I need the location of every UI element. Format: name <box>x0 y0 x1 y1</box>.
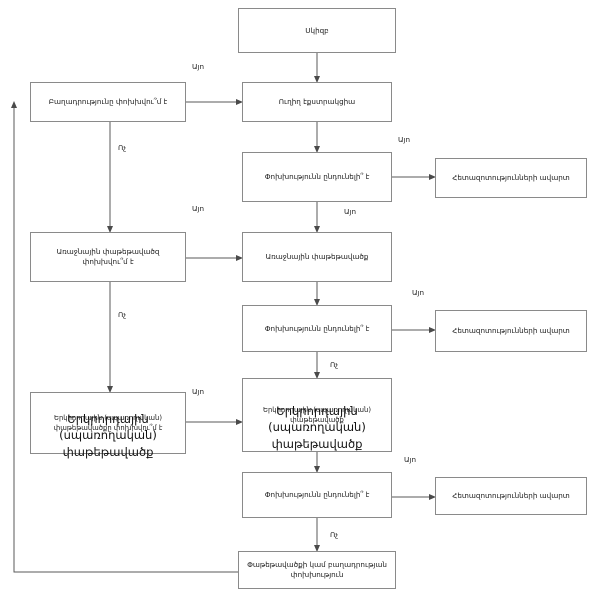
node-secondary-pack-changed-label-small: Երկրորդային (սպառողական) փաթեթավածքը փոխ… <box>53 413 163 432</box>
node-primary-pack-changed[interactable]: Առաջնային փաթեթավածզ փոխխվու՞մ է <box>30 232 186 282</box>
node-start[interactable]: Սկիզբ <box>238 8 396 53</box>
node-secondary-pack-label-big: Երկրորդային (սպառողական) փաթեթավածք <box>268 403 366 452</box>
edge-label-yes-6: Այո <box>192 387 205 396</box>
edge-label-no-1: Ոչ <box>118 143 127 152</box>
node-direct-extraction[interactable]: Ուղիղ էքստրակցիա <box>242 82 392 122</box>
edge-label-no-3: Ոչ <box>330 360 339 369</box>
edge-label-yes-4: Այո <box>344 207 357 216</box>
node-final[interactable]: Փաթեթավածքի կամ բաղադրության փոխխություն <box>238 551 396 589</box>
node-secondary-pack[interactable]: Երկրորդային (սպառողական) փաթեթավածք Երկր… <box>242 378 392 452</box>
node-change-acceptable-2[interactable]: Փոխխությունն ընդունելի՞ է <box>242 305 392 352</box>
node-research-end-2-label: Հետազոտությունների ավարտ <box>452 326 570 336</box>
node-secondary-pack-changed-label-big: Երկրորդային (սպառողական) փաթեթավածք <box>59 411 157 460</box>
node-research-end-3[interactable]: Հետազոտությունների ավարտ <box>435 477 587 515</box>
node-secondary-pack-changed[interactable]: Երկրորդային (սպառողական) փաթեթավածքը փոխ… <box>30 392 186 459</box>
node-composition-changed-label: Բաղադրությունը փոխխվու՞մ է <box>48 97 168 107</box>
node-direct-extraction-label: Ուղիղ էքստրակցիա <box>278 97 356 107</box>
edge-label-yes-7: Այո <box>404 455 417 464</box>
edge-label-yes-1: Այո <box>192 62 205 71</box>
node-final-label: Փաթեթավածքի կամ բաղադրության փոխխություն <box>247 560 387 579</box>
node-composition-changed[interactable]: Բաղադրությունը փոխխվու՞մ է <box>30 82 186 122</box>
node-change-acceptable-3[interactable]: Փոխխությունն ընդունելի՞ է <box>242 472 392 518</box>
node-primary-pack-changed-label: Առաջնային փաթեթավածզ փոխխվու՞մ է <box>56 247 160 266</box>
node-research-end-2[interactable]: Հետազոտությունների ավարտ <box>435 310 587 352</box>
node-research-end-1[interactable]: Հետազոտությունների ավարտ <box>435 158 587 198</box>
node-secondary-pack-changed-stack: Երկրորդային (սպառողական) փաթեթավածքը փոխ… <box>37 412 179 459</box>
node-change-acceptable-3-label: Փոխխությունն ընդունելի՞ է <box>264 490 370 500</box>
node-secondary-pack-label-small: Երկրորդային (սպառողական) փաթեթավածք <box>262 405 371 424</box>
node-change-acceptable-1-label: Փոխխությունն ընդունելի՞ է <box>264 172 370 182</box>
node-primary-pack[interactable]: Առաջնային փաթեթավածք <box>242 232 392 282</box>
node-research-end-1-label: Հետազոտությունների ավարտ <box>452 173 570 183</box>
edge-label-yes-5: Այո <box>412 288 425 297</box>
edge-label-yes-3: Այո <box>192 204 205 213</box>
node-primary-pack-label: Առաջնային փաթեթավածք <box>265 252 369 262</box>
node-research-end-3-label: Հետազոտությունների ավարտ <box>452 491 570 501</box>
edge-label-no-2: Ոչ <box>118 310 127 319</box>
node-change-acceptable-2-label: Փոխխությունն ընդունելի՞ է <box>264 323 370 333</box>
node-change-acceptable-1[interactable]: Փոխխությունն ընդունելի՞ է <box>242 152 392 202</box>
node-start-label: Սկիզբ <box>305 25 329 35</box>
edge-label-yes-2: Այո <box>398 135 411 144</box>
edge-label-no-4: Ոչ <box>330 530 339 539</box>
node-secondary-pack-stack: Երկրորդային (սպառողական) փաթեթավածք Երկր… <box>249 404 385 451</box>
